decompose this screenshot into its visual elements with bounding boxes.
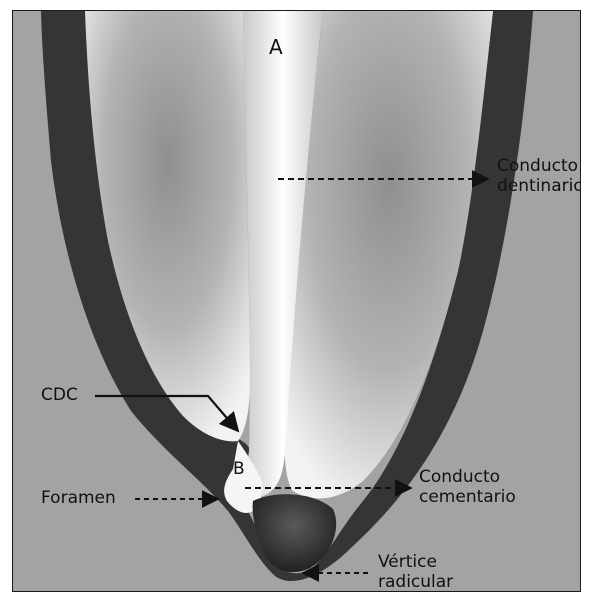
label-conducto-dentinario-line2: dentinario [497,176,581,196]
label-conducto-dentinario-line1: Conducto [497,156,581,176]
label-vertice-radicular-line1: Vértice [378,552,453,572]
label-foramen: Foramen [41,488,116,508]
label-b: B [233,459,245,479]
diagram-frame: A B Conducto dentinario CDC Foramen Cond… [12,10,581,592]
label-vertice-radicular: Vértice radicular [378,552,453,592]
label-conducto-cementario-line2: cementario [419,487,516,507]
label-a: A [269,37,283,57]
label-vertice-radicular-line2: radicular [378,572,453,592]
label-conducto-cementario-line1: Conducto [419,467,516,487]
left-dentin [85,11,250,441]
label-conducto-dentinario: Conducto dentinario [497,156,581,196]
label-conducto-cementario: Conducto cementario [419,467,516,507]
label-cdc: CDC [41,385,78,405]
